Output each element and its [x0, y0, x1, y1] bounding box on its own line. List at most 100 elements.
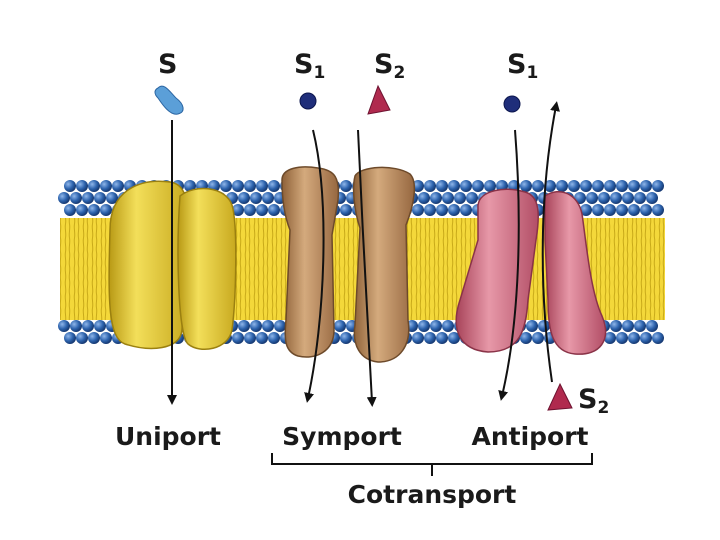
lipid-head	[598, 192, 610, 204]
lipid-head	[64, 204, 76, 216]
lipid-head	[232, 180, 244, 192]
lipid-head	[412, 332, 424, 344]
lipid-head	[244, 180, 256, 192]
symporter-protein	[281, 166, 416, 363]
lipid-head	[418, 320, 430, 332]
lipid-head	[430, 192, 442, 204]
uniport-label: Uniport	[115, 422, 221, 451]
lipid-head	[454, 192, 466, 204]
lipid-head	[238, 320, 250, 332]
lipid-head	[424, 332, 436, 344]
lipid-head	[628, 204, 640, 216]
lipid-head	[70, 320, 82, 332]
lipid-head	[448, 204, 460, 216]
lipid-head	[76, 180, 88, 192]
lipid-head	[244, 204, 256, 216]
cotransport-bracket	[271, 453, 593, 476]
lipid-head	[268, 332, 280, 344]
lipid-head	[520, 332, 532, 344]
lipid-head	[556, 180, 568, 192]
lipid-head	[262, 320, 274, 332]
lipid-head	[466, 192, 478, 204]
lipid-head	[652, 204, 664, 216]
lipid-head	[622, 320, 634, 332]
lipid-head	[262, 192, 274, 204]
lipid-head	[442, 320, 454, 332]
lipid-head	[628, 180, 640, 192]
antiport-label: Antiport	[471, 422, 588, 451]
lipid-head	[76, 204, 88, 216]
lipid-head	[472, 180, 484, 192]
lipid-head	[604, 332, 616, 344]
lipid-head	[88, 332, 100, 344]
lipid-head	[616, 204, 628, 216]
lipid-head	[640, 332, 652, 344]
lipid-head	[526, 320, 538, 332]
lipid-head	[76, 332, 88, 344]
symport-s2-label: S2	[374, 49, 405, 83]
lipid-head	[256, 180, 268, 192]
antiport-arrow-s2	[541, 101, 560, 383]
lipid-head	[610, 320, 622, 332]
lipid-head	[88, 204, 100, 216]
lipid-head	[106, 192, 118, 204]
antiport-s1-molecule	[503, 95, 521, 113]
symport-s1-molecule	[299, 92, 317, 110]
lipid-head	[64, 180, 76, 192]
uniport-molecule	[154, 85, 184, 115]
symport-arrow-s1	[304, 129, 325, 403]
lipid-head	[442, 192, 454, 204]
lipid-head	[460, 180, 472, 192]
lipid-head	[100, 204, 112, 216]
lipid-head	[232, 332, 244, 344]
lipid-head	[580, 180, 592, 192]
lipid-head	[580, 204, 592, 216]
lipid-head	[232, 204, 244, 216]
lipid-head	[88, 180, 100, 192]
lipid-head	[436, 204, 448, 216]
symport-s2-molecule	[367, 84, 391, 115]
lipid-head	[484, 180, 496, 192]
lipid-head	[646, 192, 658, 204]
lipid-head	[100, 180, 112, 192]
lipid-head	[334, 320, 346, 332]
lipid-head	[412, 204, 424, 216]
lipid-head	[568, 180, 580, 192]
lipid-head	[238, 192, 250, 204]
lipid-head	[94, 192, 106, 204]
lipid-head	[274, 320, 286, 332]
lipid-head	[436, 180, 448, 192]
lipid-head	[652, 180, 664, 192]
lipid-head	[460, 204, 472, 216]
lipid-head	[544, 180, 556, 192]
lipid-head	[610, 192, 622, 204]
lipid-head	[112, 180, 124, 192]
lipid-head	[586, 192, 598, 204]
lipid-head	[448, 180, 460, 192]
lipid-head	[418, 192, 430, 204]
lipid-head	[424, 204, 436, 216]
lipid-head	[256, 204, 268, 216]
lipid-head	[256, 332, 268, 344]
lipid-head	[220, 180, 232, 192]
symport-arrow-s2	[357, 129, 377, 407]
lipid-head	[448, 332, 460, 344]
lipid-head	[70, 192, 82, 204]
lipid-head	[604, 204, 616, 216]
lipid-head	[340, 180, 352, 192]
symport-s1-label: S1	[294, 49, 325, 83]
lipid-head	[604, 180, 616, 192]
lipid-head	[64, 332, 76, 344]
lipid-head	[532, 180, 544, 192]
lipid-head	[634, 192, 646, 204]
lipid-head	[250, 320, 262, 332]
lipid-head	[616, 332, 628, 344]
lipid-head	[340, 332, 352, 344]
lipid-head	[268, 180, 280, 192]
lipid-head	[538, 320, 550, 332]
transport-arrows	[167, 101, 560, 407]
lipid-head	[628, 332, 640, 344]
lipid-head	[250, 192, 262, 204]
cotransport-label: Cotransport	[348, 480, 517, 509]
